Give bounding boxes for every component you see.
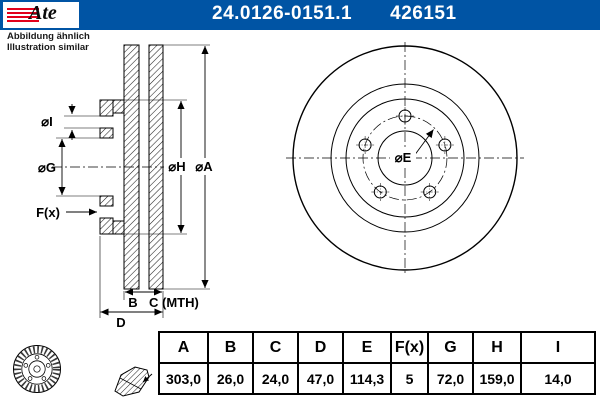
outboard-plate-section	[148, 44, 164, 290]
table-value-cell: 47,0	[297, 362, 344, 395]
dim-label-f: F(x)	[36, 205, 60, 220]
hat-flange-bottom-outer	[99, 217, 114, 235]
reference-number: 426151	[390, 3, 457, 24]
table-header-cell: F(x)	[390, 331, 429, 364]
table-header-cell: G	[427, 331, 474, 364]
part-number: 24.0126-0151.1	[212, 3, 353, 24]
e-leader-line	[413, 129, 434, 157]
hat-flange-top-inner	[99, 127, 114, 139]
front-view: ⌀E	[286, 42, 524, 276]
table-value-cell: 114,3	[342, 362, 392, 395]
table-header-row: A B C D E F(x) G H I	[158, 331, 596, 364]
ate-logo: Ate	[3, 2, 79, 28]
friction-band-circle	[330, 83, 480, 233]
hat-wall-top	[112, 99, 125, 114]
similarity-note: Abbildung ähnlich Illustration similar	[7, 31, 90, 53]
hat-flange-top-outer	[99, 99, 114, 117]
dim-label-c-mth: C (MTH)	[149, 295, 199, 310]
hat-wall-bottom	[112, 220, 125, 235]
cross-section-view: ⌀I ⌀G F(x) ⌀H ⌀A B C (MTH) D	[36, 44, 218, 330]
outer-diameter-circle	[292, 45, 518, 271]
brand-name: Ate	[29, 2, 57, 24]
table-value-cell: 303,0	[158, 362, 209, 395]
dim-label-dia-a: ⌀A	[195, 159, 213, 174]
table-value-cell: 14,0	[520, 362, 596, 395]
dim-label-dia-i: ⌀I	[41, 114, 52, 129]
pictograms	[13, 345, 153, 397]
technical-drawing: ⌀I ⌀G F(x) ⌀H ⌀A B C (MTH) D	[36, 42, 524, 330]
note-line-de: Abbildung ähnlich	[7, 31, 90, 42]
note-line-en: Illustration similar	[7, 41, 89, 53]
table-header-cell: A	[158, 331, 209, 364]
label-bg-e	[390, 150, 416, 165]
table-value-row: 303,0 26,0 24,0 47,0 114,3 5 72,0 159,0 …	[158, 362, 596, 395]
dim-label-dia-h: ⌀H	[168, 159, 185, 174]
center-bore-circle	[377, 130, 433, 186]
table-value-cell: 159,0	[472, 362, 522, 395]
table-header-cell: C	[252, 331, 299, 364]
dim-label-dia-g: ⌀G	[38, 160, 56, 175]
hat-circle	[345, 98, 465, 218]
brake-pad-icon	[114, 366, 153, 397]
table-header-cell: I	[520, 331, 596, 364]
bolt-holes	[356, 107, 454, 201]
dim-label-d: D	[116, 315, 125, 330]
label-bg-h	[164, 158, 191, 175]
dim-label-dia-e: ⌀E	[395, 150, 412, 165]
header-bar: Ate 24.0126-0151.1 426151	[0, 0, 600, 30]
part-numbers: 24.0126-0151.1 426151	[212, 3, 457, 25]
table-header-cell: D	[297, 331, 344, 364]
label-bg-a	[191, 158, 218, 175]
hat-flange-bottom-inner	[99, 195, 114, 207]
bolt-circle	[362, 115, 448, 201]
logo-stripes-icon	[7, 8, 39, 22]
table-value-cell: 24,0	[252, 362, 299, 395]
table-header-cell: H	[472, 331, 522, 364]
table-value-cell: 26,0	[207, 362, 254, 395]
extension-lines	[56, 44, 210, 318]
table-header-cell: E	[342, 331, 392, 364]
dim-label-b: B	[128, 295, 137, 310]
table-value-cell: 72,0	[427, 362, 474, 395]
dimension-table: A B C D E F(x) G H I 303,0 26,0 24,0 47,…	[158, 331, 596, 395]
brake-disc-icon	[13, 345, 61, 393]
table-header-cell: B	[207, 331, 254, 364]
inboard-plate-section	[123, 44, 140, 290]
table-value-cell: 5	[390, 362, 429, 395]
